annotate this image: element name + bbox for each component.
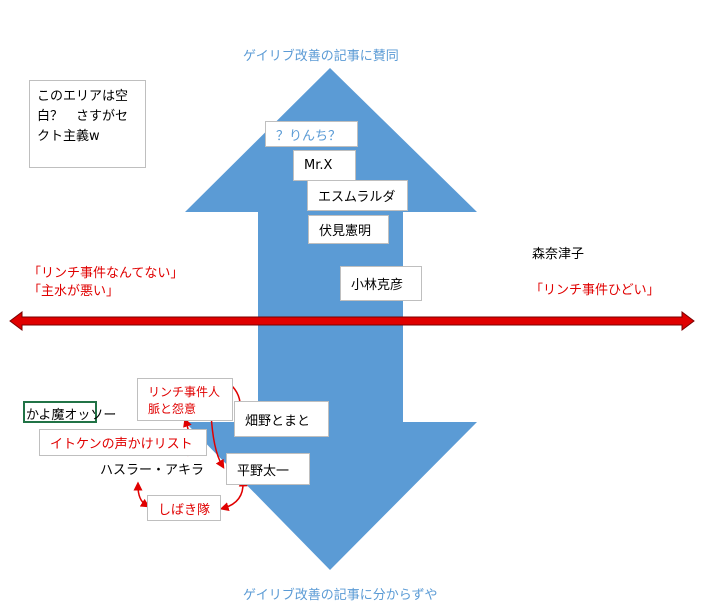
note-line: 白？ さすがセ [37, 109, 129, 124]
name-hassler: ハスラー・アキラ [100, 463, 205, 478]
lynch-line: 脈と怨意 [148, 401, 197, 416]
name-box-rinchi: ？りんち？ [265, 121, 358, 147]
name-box-esmeralda: エスムラルダ [307, 180, 408, 211]
lynch-network-box: リンチ事件人 脈と怨意 [137, 378, 233, 421]
shibaki-box: しばき隊 [147, 495, 221, 521]
name-box-fushimi: 伏見憲明 [308, 215, 389, 244]
left-axis-label-2: 「主水が悪い」 [28, 284, 120, 299]
note-line: クト主義w [37, 129, 100, 144]
note-box: このエリアは空 白？ さすがセ クト主義w [29, 80, 146, 168]
name-box-hirano: 平野太一 [226, 453, 310, 485]
selected-cell[interactable] [23, 401, 97, 423]
name-box-kobayashi: 小林克彦 [340, 266, 422, 301]
name-box-mrx: Mr.X [293, 150, 356, 181]
left-axis-label-1: 「リンチ事件なんてない」 [28, 266, 184, 281]
bottom-axis-label: ゲイリブ改善の記事に分からずや [243, 588, 438, 603]
top-axis-label: ゲイリブ改善の記事に賛同 [243, 49, 399, 64]
itoken-list-box: イトケンの声かけリスト [39, 429, 207, 456]
note-line: このエリアは空 [37, 89, 129, 104]
right-axis-quote: 「リンチ事件ひどい」 [530, 283, 660, 298]
name-box-hatano: 畑野とまと [234, 401, 329, 437]
right-axis-name: 森奈津子 [532, 247, 585, 262]
lynch-line: リンチ事件人 [148, 384, 221, 399]
horizontal-red-arrow [9, 311, 695, 331]
cell-text: かよ魔オッソー [26, 408, 117, 423]
